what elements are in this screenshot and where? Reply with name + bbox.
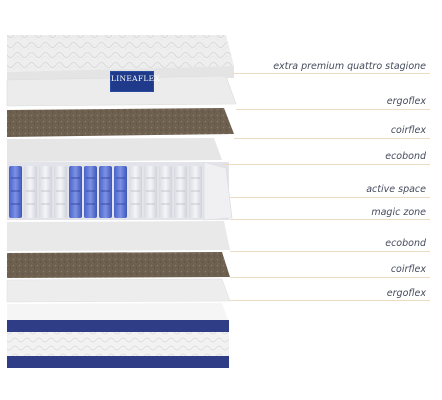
- label-ergoflex-top: ergoflex: [386, 96, 426, 107]
- spring-pocket: [159, 166, 172, 218]
- spring-pocket: [114, 166, 127, 218]
- spring-pocket: [174, 166, 187, 218]
- leader-line: [232, 73, 430, 74]
- label-active-space: active space: [366, 184, 426, 195]
- label-extra-premium-quattro-stagione: extra premium quattro stagione: [273, 61, 426, 72]
- spring-pocket: [189, 166, 202, 218]
- layer-spring-core-shape: [7, 161, 233, 221]
- spring-pocket: [99, 166, 112, 218]
- spring-pocket: [129, 166, 142, 218]
- leader-line: [230, 219, 430, 220]
- label-ergoflex-bottom: ergoflex: [386, 288, 426, 299]
- label-ecobond-top: ecobond: [385, 151, 426, 162]
- leader-line: [230, 277, 430, 278]
- leader-line: [230, 197, 430, 198]
- layer-coirflex-top-shape: [7, 108, 234, 137]
- leader-line: [236, 109, 430, 110]
- layer-ecobond-top-shape: [7, 138, 222, 162]
- label-coirflex-top: coirflex: [390, 125, 426, 136]
- leader-line: [234, 138, 430, 139]
- leader-line: [230, 300, 430, 301]
- spring-pocket: [54, 166, 67, 218]
- brand-logo: LINEAFLEX: [110, 71, 160, 92]
- label-coirflex-bottom: coirflex: [390, 264, 426, 275]
- leader-line: [222, 164, 430, 165]
- spring-pocket: [24, 166, 37, 218]
- label-magic-zone: magic zone: [371, 207, 426, 218]
- spring-pocket: [69, 166, 82, 218]
- layer-ecobond-bottom-shape: [7, 221, 230, 251]
- mattress-base-shape: [7, 303, 229, 368]
- spring-pocket: [84, 166, 97, 218]
- leader-line: [230, 251, 430, 252]
- spring-pocket: [144, 166, 157, 218]
- layer-ergoflex-bottom-shape: [6, 278, 231, 303]
- spring-pocket: [9, 166, 22, 218]
- label-ecobond-bottom: ecobond: [385, 238, 426, 249]
- spring-pocket: [39, 166, 52, 218]
- layer-coirflex-bottom-shape: [7, 252, 230, 278]
